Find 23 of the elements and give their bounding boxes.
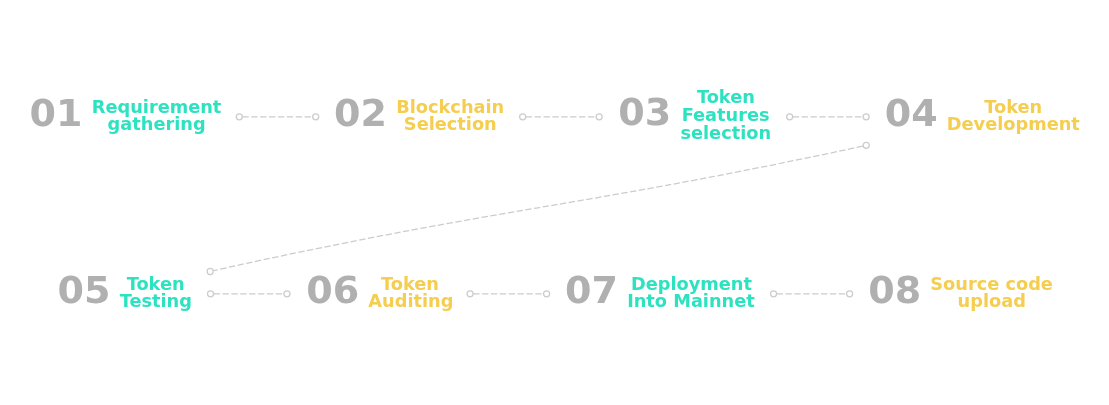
connector [785,113,870,121]
connector [769,290,854,298]
node-text: Token Features selection [680,87,772,143]
connector [519,113,603,121]
node-label: 08 [868,267,922,312]
node-text: Token Testing [119,273,192,312]
node-label: 06 [306,267,360,312]
connector [466,290,551,298]
node-text: Requirement gathering [91,96,222,135]
connector [235,113,320,121]
node-text: Token Auditing [368,273,454,312]
node-text: Source code upload [930,273,1053,312]
node-text: Token Development [946,96,1080,135]
node-label: 04 [884,90,938,135]
connector [206,141,870,276]
connector [206,290,291,298]
node-label: 01 [29,90,83,135]
node-text: Blockchain Selection [396,96,505,135]
node-label: 03 [618,90,672,135]
node-label: 05 [57,267,111,312]
node-text: Deployment Into Mainnet [627,273,755,312]
node-label: 07 [564,267,618,312]
node-label: 02 [334,90,388,135]
